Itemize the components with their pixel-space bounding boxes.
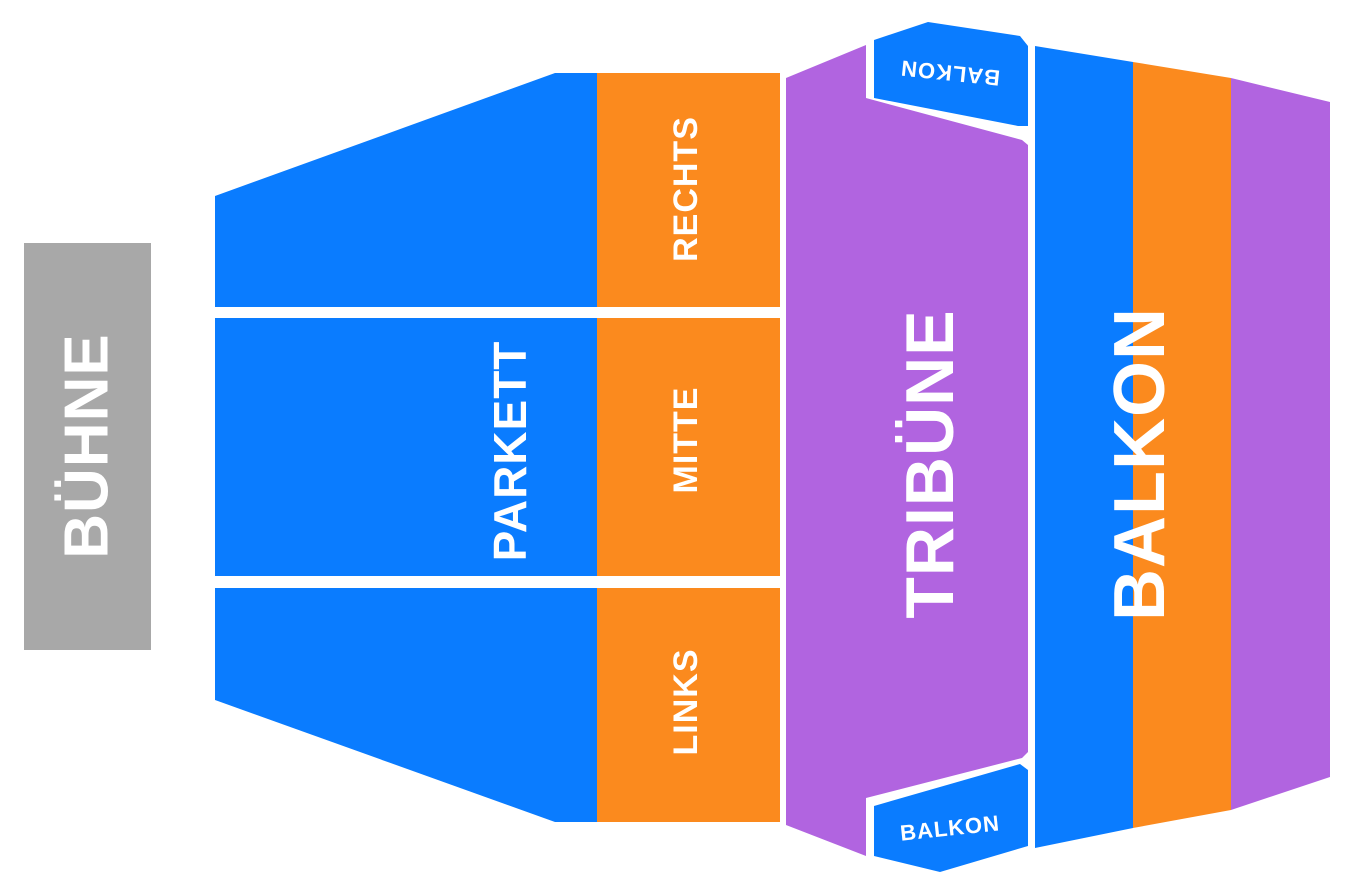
section-rechts-label: RECHTS xyxy=(667,116,705,262)
balkon-purple-band[interactable] xyxy=(1231,78,1330,810)
section-mitte[interactable] xyxy=(597,318,780,576)
section-mitte-label: MITTE xyxy=(667,387,705,494)
balkon: BALKON BALKON BALKON xyxy=(874,22,1330,872)
stage: BÜHNE xyxy=(24,243,151,650)
tribune-block[interactable] xyxy=(786,45,1028,856)
parkett-label: PARKETT xyxy=(484,341,536,562)
parkett-block-middle[interactable] xyxy=(215,318,597,576)
parkett-block-left[interactable] xyxy=(215,588,597,822)
section-links[interactable] xyxy=(597,588,780,822)
stage-label: BÜHNE xyxy=(53,333,122,558)
balkon-blue-band[interactable] xyxy=(1035,46,1133,848)
balkon-side-bottom[interactable] xyxy=(874,764,1028,872)
tribune: TRIBÜNE xyxy=(786,45,1028,856)
section-links-label: LINKS xyxy=(667,649,705,756)
balkon-side-top[interactable] xyxy=(874,22,1028,126)
stage-block xyxy=(24,243,151,650)
balkon-orange-band[interactable] xyxy=(1133,62,1231,828)
parkett-block-right[interactable] xyxy=(215,73,597,307)
section-rechts[interactable] xyxy=(597,73,780,307)
parkett: PARKETT xyxy=(215,73,597,822)
balkon-label: BALKON xyxy=(1100,307,1180,621)
tribune-label: TRIBÜNE xyxy=(892,309,968,618)
parkett-sections: RECHTS MITTE LINKS xyxy=(597,73,780,822)
